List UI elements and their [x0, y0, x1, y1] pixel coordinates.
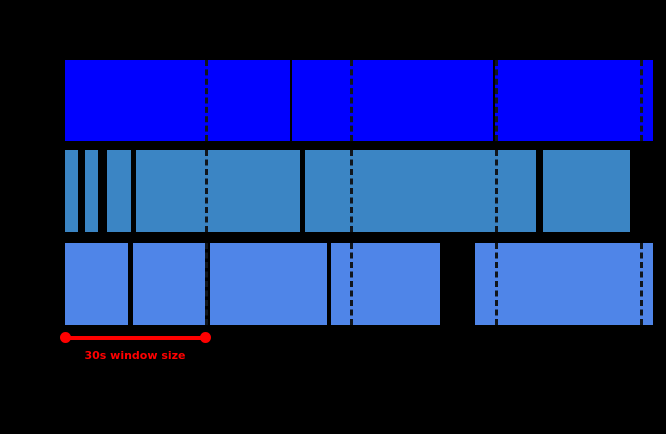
window-boundary-marker [205, 243, 208, 325]
timeline-segment[interactable] [65, 150, 78, 232]
measure-cap-right [200, 332, 211, 343]
window-boundary-marker [640, 60, 643, 141]
timeline-segment[interactable] [136, 150, 205, 232]
window-boundary-marker [640, 243, 643, 325]
timeline-segment[interactable] [210, 243, 327, 325]
window-boundary-marker [495, 60, 498, 141]
measure-cap-left [60, 332, 71, 343]
window-boundary-marker [350, 243, 353, 325]
window-boundary-marker [205, 150, 208, 232]
measure-bar [65, 336, 205, 340]
timeline-segment[interactable] [133, 243, 205, 325]
timeline-segment[interactable] [65, 243, 128, 325]
timeline-lane-2 [0, 150, 666, 232]
window-boundary-marker [495, 150, 498, 232]
timeline-lane-1 [0, 60, 666, 141]
window-boundary-marker [350, 60, 353, 141]
window-boundary-marker [205, 60, 208, 141]
window-boundary-marker [495, 243, 498, 325]
timeline-segment[interactable] [543, 150, 630, 232]
timeline-segment[interactable] [292, 60, 493, 141]
timeline-segment[interactable] [475, 243, 653, 325]
timeline-segment[interactable] [495, 60, 653, 141]
window-size-annotation: 30s window size [0, 0, 653, 362]
timeline-segment[interactable] [331, 243, 440, 325]
window-size-label: 30s window size [84, 349, 186, 362]
timeline-segment[interactable] [107, 150, 131, 232]
timeline-segment[interactable] [85, 150, 98, 232]
timeline-segment[interactable] [65, 60, 290, 141]
window-boundary-marker [350, 150, 353, 232]
timeline-lane-3 [0, 243, 666, 325]
timeline-segment[interactable] [205, 150, 300, 232]
